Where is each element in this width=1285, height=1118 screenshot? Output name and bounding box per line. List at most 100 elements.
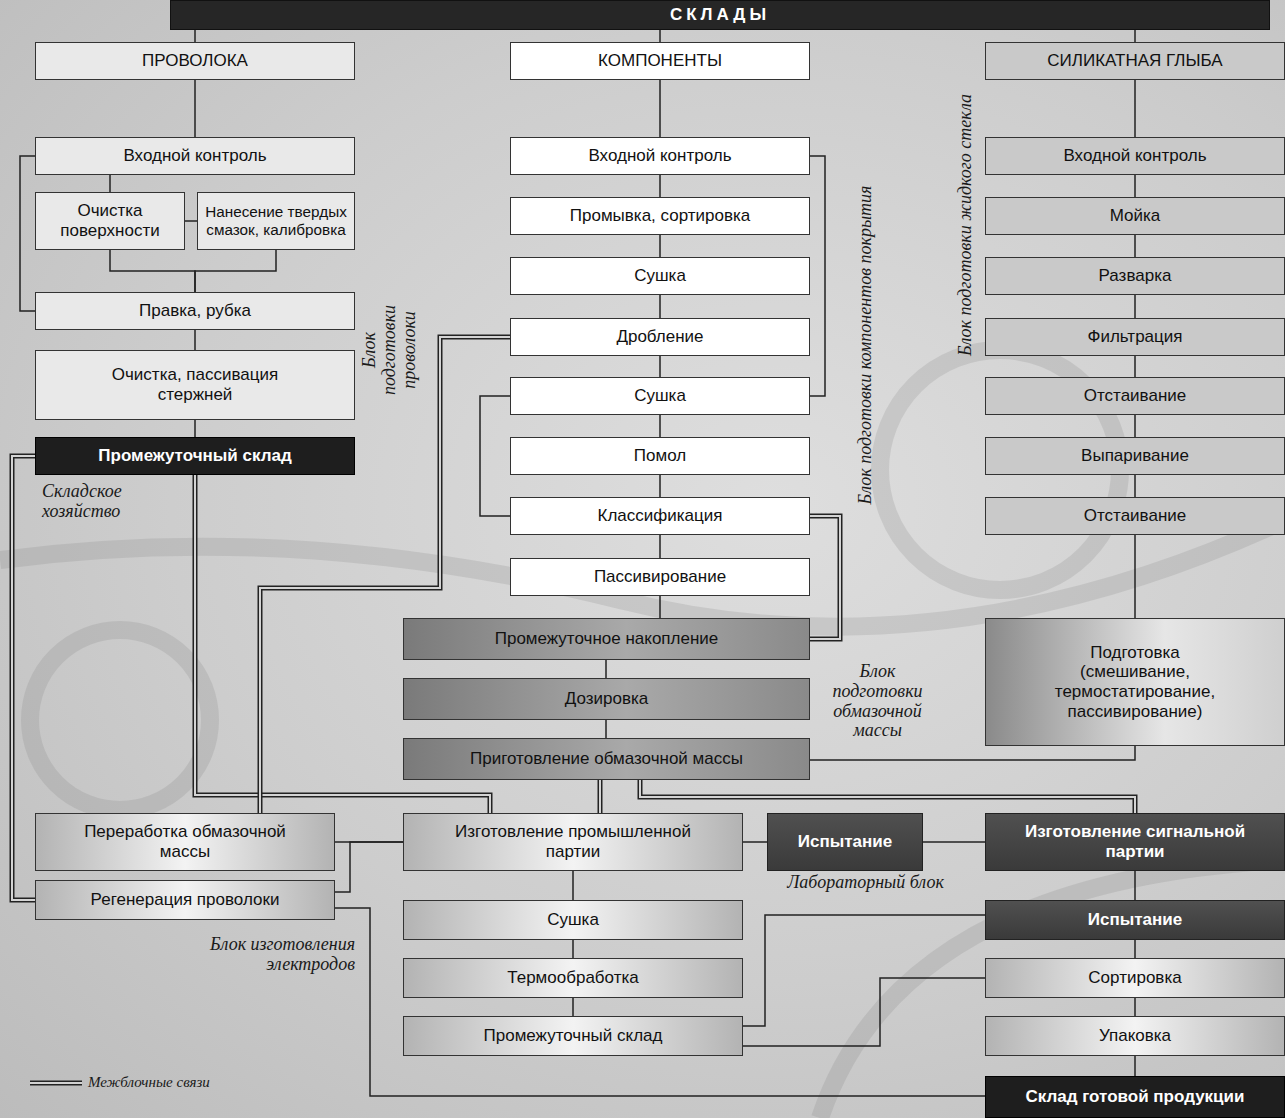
flow-line: [1135, 295, 1136, 318]
process-box: Очистка поверхности: [35, 192, 185, 250]
box-label: Упаковка: [1099, 1026, 1171, 1046]
process-box: Разварка: [985, 257, 1285, 295]
line: [572, 998, 574, 1016]
process-box: Отстаивание: [985, 377, 1285, 415]
interblock-link: [12, 456, 35, 900]
block-label: Блок подготовки проволоки: [360, 295, 419, 405]
flow-line: [810, 156, 825, 396]
block-label: Складское хозяйство: [42, 482, 187, 522]
flow-line: [606, 660, 607, 678]
process-box: Мойка: [985, 197, 1285, 235]
block-label: Блок подготовки обмазочной массы: [815, 662, 940, 741]
line: [572, 871, 574, 900]
double-line-outer: [640, 780, 1135, 813]
box-label: Подготовка (смешивание, термостатировани…: [1035, 643, 1235, 721]
box-text: Термообработка: [507, 968, 638, 988]
box-label: КОМПОНЕНТЫ: [598, 51, 722, 71]
block-label: Лабораторный блок: [748, 873, 983, 893]
box-text: Очистка, пассивация стержней: [85, 365, 305, 404]
process-box: Упаковка: [985, 1016, 1285, 1056]
box-text: Подготовка (смешивание, термостатировани…: [1035, 643, 1235, 721]
line: [743, 978, 985, 1046]
box-text: Разварка: [1099, 266, 1172, 286]
process-box: Пассивирование: [510, 558, 810, 596]
flow-line: [660, 30, 661, 42]
flow-line: [573, 940, 574, 958]
line: [659, 475, 661, 497]
box-label: Очистка, пассивация стержней: [85, 365, 305, 404]
box-text: Приготовление обмазочной массы: [470, 749, 743, 769]
line: [1134, 175, 1136, 197]
flow-line: [1135, 475, 1136, 497]
box-label: Сушка: [547, 910, 599, 930]
process-box: Входной контроль: [985, 137, 1285, 175]
flow-line: [1135, 235, 1136, 257]
legend-item: Межблочные связи: [30, 1074, 210, 1091]
process-box: Регенерация проволоки: [35, 880, 335, 920]
box-text: Помол: [634, 446, 686, 466]
box-label: Дозировка: [565, 689, 648, 709]
flow-line: [195, 250, 276, 292]
line: [1134, 535, 1136, 618]
line: [195, 250, 276, 292]
box-label: Мойка: [1110, 206, 1161, 226]
process-box: Дробление: [510, 318, 810, 356]
process-box: Сушка: [510, 377, 810, 415]
flow-line: [480, 396, 510, 516]
box-label: Классификация: [598, 506, 723, 526]
flow-line: [660, 415, 661, 437]
box-text: Испытание: [798, 832, 892, 852]
flow-line: [1135, 415, 1136, 437]
line: [659, 80, 661, 137]
box-label: Регенерация проволоки: [91, 890, 280, 910]
flow-line: [660, 596, 661, 618]
flow-line: [195, 330, 196, 350]
flow-line: [185, 221, 197, 222]
box-label: Промежуточный склад: [98, 446, 291, 466]
process-box: Приготовление обмазочной массы: [403, 738, 810, 780]
box-label: Разварка: [1099, 266, 1172, 286]
flow-line: [606, 720, 607, 738]
box-text: Входной контроль: [1063, 146, 1206, 166]
flow-line: [660, 80, 661, 137]
process-box: ПРОВОЛОКА: [35, 42, 355, 80]
process-box: Переработка обмазочной массы: [35, 813, 335, 871]
flow-line: [743, 915, 985, 1026]
box-text: Сушка: [634, 266, 686, 286]
box-label: Склад готовой продукции: [1026, 1087, 1245, 1107]
line: [335, 842, 403, 892]
line: [659, 235, 661, 257]
box-text: Изготовление промышленной партии: [443, 822, 703, 861]
flow-line: [573, 871, 574, 900]
flow-line: [1135, 356, 1136, 377]
line: [659, 175, 661, 197]
line: [20, 156, 35, 311]
box-label: Промежуточный склад: [484, 1026, 663, 1046]
line: [810, 156, 825, 396]
flow-line: [923, 842, 985, 843]
double-line-inner: [599, 780, 601, 813]
box-label: Очистка поверхности: [42, 201, 178, 240]
box-label: СКЛАДЫ: [670, 5, 770, 25]
flow-line: [660, 356, 661, 377]
box-text: Дозировка: [565, 689, 648, 709]
process-box: Фильтрация: [985, 318, 1285, 356]
interblock-link: [600, 780, 601, 813]
box-text: Промежуточный склад: [98, 446, 291, 466]
box-text: Правка, рубка: [139, 301, 251, 321]
process-box: КОМПОНЕНТЫ: [510, 42, 810, 80]
box-text: Входной контроль: [123, 146, 266, 166]
box-text: Сушка: [634, 386, 686, 406]
box-label: Отстаивание: [1084, 506, 1187, 526]
box-text: КОМПОНЕНТЫ: [598, 51, 722, 71]
line: [1134, 295, 1136, 318]
process-box: Помол: [510, 437, 810, 475]
box-text: Отстаивание: [1084, 386, 1187, 406]
line: [1134, 415, 1136, 437]
process-box: Входной контроль: [35, 137, 355, 175]
box-text: Фильтрация: [1087, 327, 1182, 347]
line: [1134, 80, 1136, 137]
line: [659, 356, 661, 377]
process-box: Входной контроль: [510, 137, 810, 175]
line: [659, 596, 661, 618]
